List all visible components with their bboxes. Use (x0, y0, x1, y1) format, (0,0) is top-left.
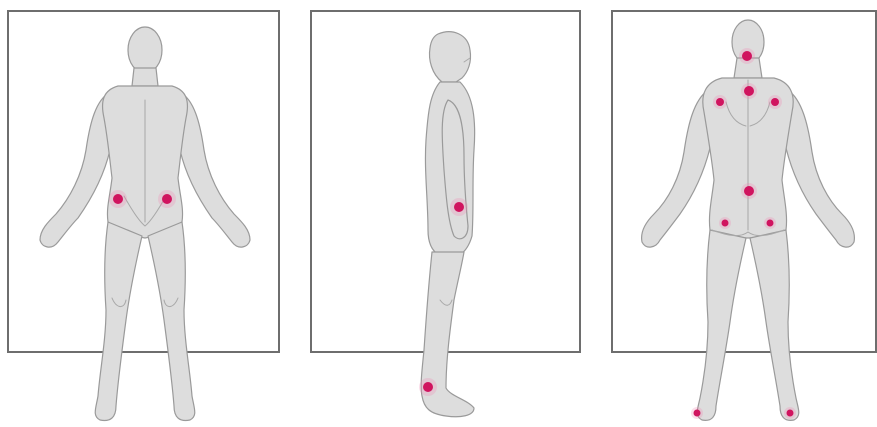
side-head (430, 32, 471, 82)
back-upper-spine-marker (744, 86, 754, 96)
back-right-heel-marker (787, 410, 794, 417)
back-lower-spine-marker (744, 186, 754, 196)
back-right-shoulder-marker (771, 98, 779, 106)
front-right-hip-marker (162, 194, 172, 204)
side-view-panel (311, 11, 580, 417)
front-neck (132, 68, 158, 86)
back-left-shoulder-marker (716, 98, 724, 106)
back-view-panel (612, 11, 876, 420)
back-neck-marker (742, 51, 752, 61)
back-left-hip-marker (722, 220, 729, 227)
front-view-panel (8, 11, 279, 420)
side-hip-marker (454, 202, 464, 212)
front-left-hip-marker (113, 194, 123, 204)
front-head (128, 27, 162, 73)
back-right-hip-marker (767, 220, 774, 227)
side-ankle-marker (423, 382, 433, 392)
back-left-heel-marker (694, 410, 701, 417)
